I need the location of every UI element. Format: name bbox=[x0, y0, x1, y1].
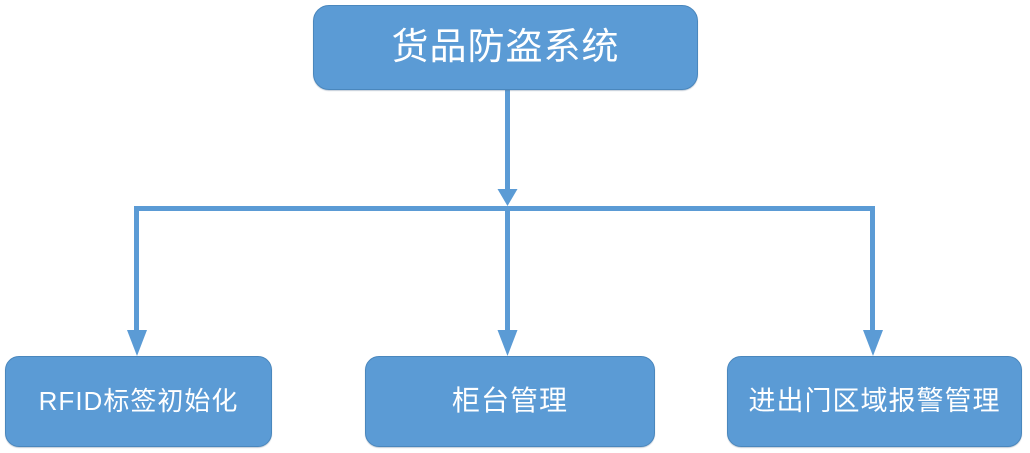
arrowhead-to-counter bbox=[497, 330, 518, 356]
arrowhead-root-to-bus bbox=[497, 189, 518, 206]
node-gate-zone-alarm-management-label: 进出门区域报警管理 bbox=[748, 385, 1001, 416]
connector-branch-right bbox=[870, 206, 875, 330]
connector-root-stem bbox=[505, 90, 510, 190]
node-rfid-tag-initialization[interactable]: RFID标签初始化 bbox=[5, 356, 272, 447]
node-root-label: 货品防盗系统 bbox=[391, 26, 620, 68]
connector-branch-left bbox=[134, 206, 139, 330]
node-counter-management-label: 柜台管理 bbox=[451, 385, 568, 417]
node-gate-zone-alarm-management[interactable]: 进出门区域报警管理 bbox=[727, 356, 1022, 447]
arrowhead-to-gate bbox=[863, 330, 883, 356]
node-counter-management[interactable]: 柜台管理 bbox=[365, 356, 655, 447]
node-rfid-tag-initialization-label: RFID标签初始化 bbox=[38, 386, 239, 417]
arrowhead-to-rfid bbox=[127, 330, 147, 356]
connector-branch-center bbox=[505, 206, 510, 330]
connector-horizontal-bus bbox=[134, 206, 875, 211]
node-root[interactable]: 货品防盗系统 bbox=[313, 5, 698, 90]
